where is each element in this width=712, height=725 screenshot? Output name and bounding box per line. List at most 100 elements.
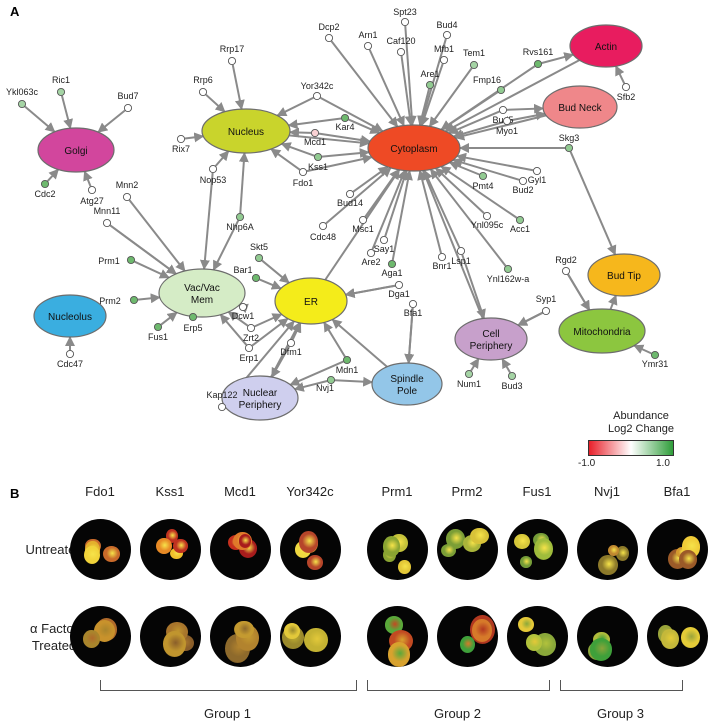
protein-bud3: Bud3: [501, 371, 523, 391]
protein-node-mcd1: [310, 128, 320, 138]
edge-bfa1-spindle: [404, 307, 415, 365]
protein-rrp6: Rrp6: [193, 75, 213, 97]
cell-blob: [387, 642, 411, 667]
protein-kap122: Kap122: [206, 390, 238, 412]
protein-prm2: Prm2: [99, 295, 139, 306]
protein-label-prm1: Prm1: [98, 256, 120, 266]
protein-label-ynl095c: Ynl095c: [471, 220, 504, 230]
protein-node-are1: [425, 80, 435, 90]
protein-kss1: Kss1: [308, 152, 328, 172]
micrograph-fus1-untreated: [507, 519, 568, 580]
protein-node-fus1: [153, 322, 163, 332]
protein-label-nhp6a: Nhp6A: [226, 222, 254, 232]
protein-label-erp1: Erp1: [239, 353, 258, 363]
protein-dfm1: Dfm1: [280, 338, 302, 357]
network-edges: [24, 25, 652, 410]
protein-ynl095c: Ynl095c: [471, 211, 504, 230]
edge-mdn1: [323, 321, 346, 358]
edge-nop53: [214, 150, 230, 167]
column-header-prm2: Prm2: [451, 484, 483, 499]
protein-label-dcw1: Dcw1: [232, 311, 255, 321]
protein-prm1: Prm1: [98, 255, 136, 266]
edge-er-cytoplasm: [324, 168, 401, 281]
cell-blob: [519, 556, 533, 569]
protein-node-dcw1: [238, 302, 248, 312]
protein-erp5: Erp5: [183, 312, 203, 333]
protein-node-cdc48: [318, 221, 328, 231]
edge-kss1-nucleus: [280, 142, 315, 157]
protein-node-num1: [464, 369, 474, 379]
protein-node-atg27: [87, 185, 97, 195]
protein-aga1: Aga1: [381, 259, 403, 278]
protein-label-tem1: Tem1: [463, 48, 485, 58]
protein-node-nop53: [208, 164, 218, 174]
edge-rvs161-actin: [541, 52, 575, 64]
protein-yor342c: Yor342c: [301, 81, 334, 101]
cell-blob: [661, 628, 680, 649]
hub-er-label: ER: [304, 297, 318, 308]
edge-mdn1-nucper: [289, 360, 344, 386]
hub-mito: Mitochondria: [558, 308, 646, 354]
micrograph-prm1-untreated: [367, 519, 428, 580]
edge-skt5: [261, 259, 290, 284]
cell-blob: [170, 547, 184, 560]
hub-mito-shape: [558, 308, 646, 354]
cell-blob: [445, 529, 465, 549]
edge-dfm1-nucper: [270, 345, 290, 378]
protein-sfb2: Sfb2: [617, 82, 636, 102]
legend-min-label: -1.0: [578, 458, 596, 469]
protein-node-rgd2: [561, 266, 571, 276]
edge-prm2: [137, 293, 161, 304]
hub-budtip-label: Bud Tip: [607, 271, 641, 282]
protein-node-kss1: [313, 152, 323, 162]
edge-atg27: [83, 170, 93, 187]
micrograph-prm2-untreated: [437, 519, 498, 580]
hub-golgi-label: Golgi: [64, 146, 87, 157]
protein-label-aga1: Aga1: [381, 268, 402, 278]
hub-budneck-label: Bud Neck: [558, 103, 602, 114]
protein-bar1: Bar1: [233, 265, 261, 283]
protein-skt5: Skt5: [250, 242, 268, 263]
protein-label-spt23: Spt23: [393, 7, 417, 17]
panel-label-a: A: [10, 4, 20, 19]
protein-label-kss1: Kss1: [308, 162, 328, 172]
protein-label-bnr1: Bnr1: [432, 261, 451, 271]
edge-syp1-cellper: [517, 311, 543, 327]
edge-rrp6: [205, 93, 226, 113]
group-bracket-2: [367, 680, 550, 691]
row-label-1: α Factor Treated: [30, 621, 78, 653]
panel-label-b: B: [10, 486, 20, 501]
edge-nhp6a: [238, 151, 249, 214]
cell-blob: [173, 538, 189, 554]
cell-blob: [589, 638, 613, 661]
edge-num1: [469, 357, 480, 372]
edge-caf120: [400, 55, 415, 127]
edge-mnn11-vac: [109, 224, 177, 275]
protein-num1: Num1: [457, 369, 481, 389]
protein-label-bud14: Bud14: [337, 198, 363, 208]
micrograph-kss1-treated: [140, 606, 201, 667]
protein-bud4: Bud4: [436, 20, 458, 40]
protein-node-kar4: [340, 113, 350, 123]
protein-bud14: Bud14: [337, 189, 363, 208]
protein-rgd2: Rgd2: [555, 255, 577, 276]
protein-mnn2: Mnn2: [116, 180, 138, 202]
edge-actin-cytoplasm: [444, 59, 580, 133]
protein-label-sfb2: Sfb2: [617, 92, 636, 102]
cell-blob: [298, 531, 318, 553]
edge-say1: [384, 169, 409, 237]
protein-label-ymr31: Ymr31: [642, 359, 669, 369]
protein-mcd1: Mcd1: [304, 128, 326, 147]
protein-label-arn1: Arn1: [358, 30, 377, 40]
protein-label-bud4: Bud4: [436, 20, 457, 30]
protein-label-zrt2: Zrt2: [243, 333, 259, 343]
protein-node-gyl1: [532, 166, 542, 176]
protein-node-dcp2: [324, 33, 334, 43]
protein-node-ykl063c: [17, 99, 27, 109]
group-bracket-3: [560, 680, 683, 691]
cell-blob: [470, 527, 490, 545]
